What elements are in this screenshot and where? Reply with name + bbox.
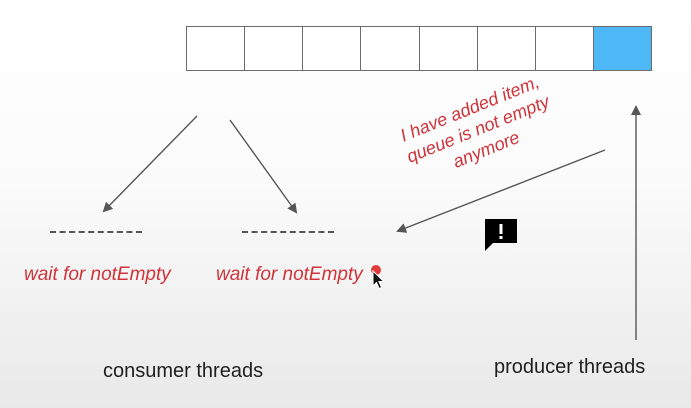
queue-slot [187, 27, 246, 70]
chat-alert-icon [485, 219, 517, 251]
consumer-2-wait-label: wait for notEmpty [216, 264, 363, 285]
queue-slot [477, 27, 536, 70]
queue-slot [419, 27, 478, 70]
queue-slot [593, 27, 651, 70]
mouse-pointer-icon [372, 270, 386, 290]
queue-to-consumer-1-arrow [102, 115, 198, 213]
queue-buffer [186, 26, 652, 71]
queue-slot [535, 27, 594, 70]
queue-slot [361, 27, 420, 70]
consumer-1-wait-line [50, 231, 142, 233]
consumer-threads-label: consumer threads [103, 360, 264, 382]
record-dot-icon [371, 265, 381, 275]
consumer-2-wait-line [242, 231, 334, 233]
producer-notify-arrow [396, 149, 606, 233]
producer-threads-label: producer threads [494, 356, 646, 378]
queue-to-consumer-2-arrow [229, 119, 298, 214]
consumer-1-wait-label: wait for notEmpty [24, 264, 171, 285]
queue-slot [303, 27, 362, 70]
queue-slot [245, 27, 304, 70]
